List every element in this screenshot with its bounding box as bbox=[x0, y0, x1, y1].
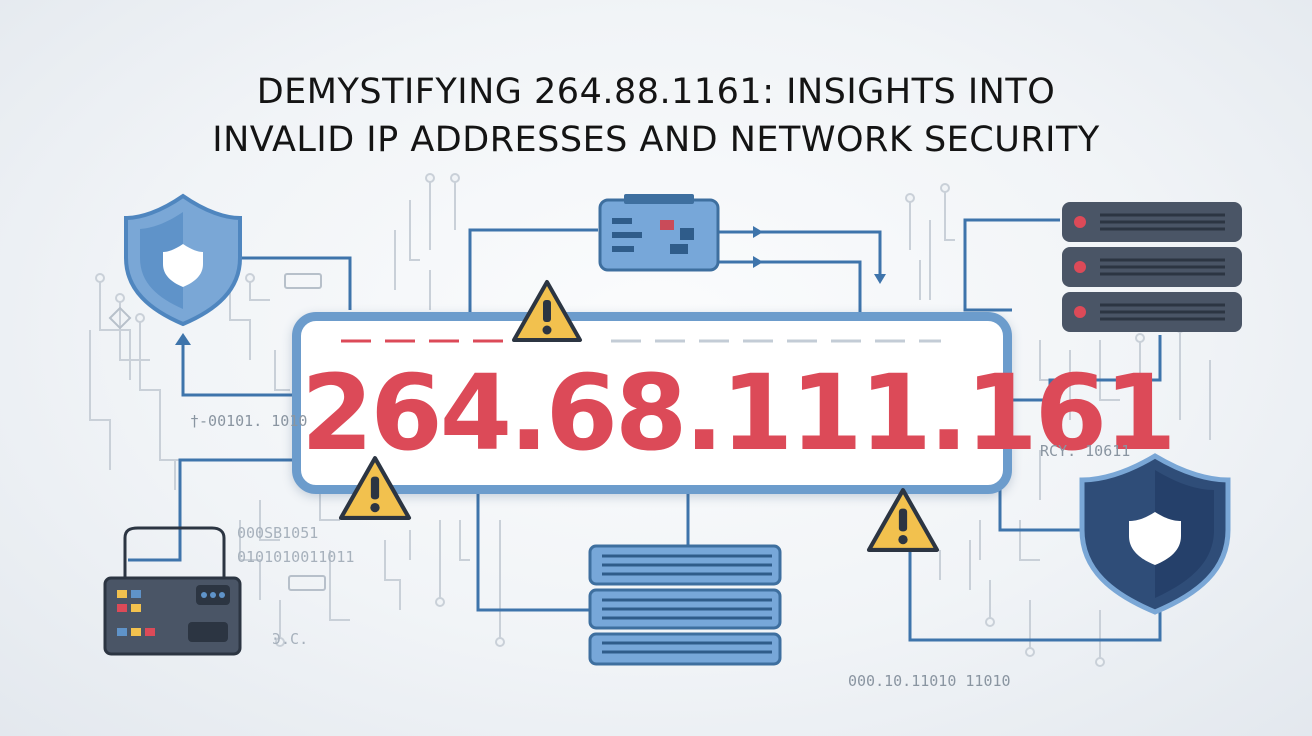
shield-icon bbox=[124, 193, 242, 327]
page-title: DEMYSTIFYING 264.88.1161: INSIGHTS INTO … bbox=[0, 68, 1312, 164]
code-label: Ͽ.C. bbox=[272, 630, 309, 648]
server-icon bbox=[588, 544, 782, 666]
router-icon bbox=[103, 526, 242, 656]
title-line-1: DEMYSTIFYING 264.88.1161: INSIGHTS INTO bbox=[256, 72, 1056, 112]
warning-icon bbox=[512, 280, 582, 342]
ip-address-panel: 264.68.111.161 bbox=[292, 312, 1177, 494]
connection-lines bbox=[128, 218, 1162, 642]
title-line-2: INVALID IP ADDRESSES AND NETWORK SECURIT… bbox=[212, 120, 1100, 160]
code-label: †-00101. 1010 bbox=[190, 412, 308, 430]
dashed-divider bbox=[341, 339, 941, 343]
code-label: 000SB1051 bbox=[237, 524, 319, 542]
connection-arrows bbox=[175, 226, 886, 345]
warning-icon bbox=[338, 456, 412, 520]
network-card-icon bbox=[598, 194, 720, 272]
code-label: 000.10.11010 11010 bbox=[848, 672, 1011, 690]
warning-icon bbox=[866, 488, 940, 552]
code-label: 0101010011011 bbox=[237, 548, 355, 566]
code-label: RCY. 10611 bbox=[1040, 442, 1131, 460]
invalid-ip-address: 264.68.111.161 bbox=[301, 352, 1177, 474]
chip-icon bbox=[108, 273, 326, 591]
server-icon bbox=[1062, 202, 1242, 332]
shield-icon bbox=[1079, 453, 1231, 615]
